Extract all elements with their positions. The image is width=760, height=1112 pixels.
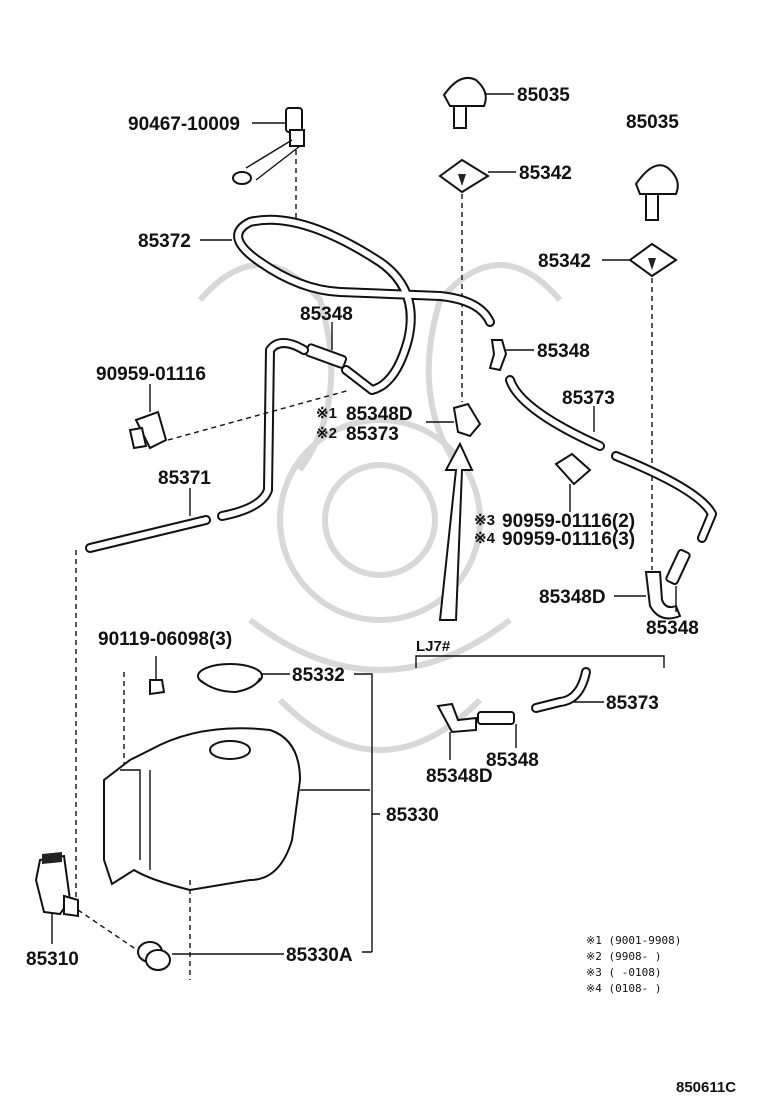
joint-right-part bbox=[488, 339, 534, 372]
hose-right-part bbox=[505, 375, 717, 543]
label-seat-left: 85342 bbox=[519, 163, 572, 184]
cap-part bbox=[197, 663, 290, 694]
label-hose-center: 85373 bbox=[346, 424, 399, 445]
seat-right-part bbox=[602, 242, 678, 278]
mark-m1: ※1 bbox=[316, 405, 337, 422]
inset-title: LJ7# bbox=[416, 638, 451, 655]
pump-part bbox=[34, 852, 79, 944]
footnote-2: ※2 (9908- ) bbox=[586, 950, 661, 963]
label-hose-lower-left: 85371 bbox=[158, 468, 211, 489]
tank-bracket bbox=[354, 673, 380, 953]
hose-long-part bbox=[200, 214, 495, 395]
label-seat-right: 85342 bbox=[538, 251, 591, 272]
label-joint-left: 85348 bbox=[300, 304, 353, 325]
tank-part bbox=[103, 727, 370, 892]
hose-lower-left-part bbox=[85, 338, 309, 553]
label-clamp-left: 90959-01116 bbox=[96, 364, 206, 385]
label-nozzle-left: 85035 bbox=[517, 85, 570, 106]
footnote-4: ※4 (0108- ) bbox=[586, 982, 661, 995]
seat-left-part bbox=[438, 158, 516, 194]
bolt-top-part bbox=[232, 107, 305, 185]
label-elbow-center: 85348D bbox=[346, 404, 413, 425]
label-inset-hose: 85373 bbox=[606, 693, 659, 714]
label-tank: 85330 bbox=[386, 805, 439, 826]
mark-m4: ※4 bbox=[474, 530, 496, 547]
label-cap: 85332 bbox=[292, 665, 345, 686]
elbow-center-part bbox=[426, 402, 482, 438]
label-grommet: 85330A bbox=[286, 945, 353, 966]
drawing-code: 850611C bbox=[676, 1079, 736, 1096]
grommet-part bbox=[137, 941, 284, 971]
inset-arrow bbox=[438, 441, 474, 621]
label-joint-right-lower: 85348 bbox=[646, 618, 699, 639]
inset-parts bbox=[436, 667, 604, 760]
footnote-1: ※1 (9001-9908) bbox=[586, 934, 681, 947]
label-inset-elbow: 85348D bbox=[426, 766, 493, 787]
bolt-tank-part bbox=[149, 656, 166, 696]
footnotes: ※1 (9001-9908) ※2 (9908- ) ※3 ( -0108) ※… bbox=[586, 934, 681, 995]
label-bolt-top: 90467-10009 bbox=[128, 114, 240, 135]
label-hose-long: 85372 bbox=[138, 231, 191, 252]
label-hose-right: 85373 bbox=[562, 388, 615, 409]
label-inset-joint: 85348 bbox=[486, 750, 539, 771]
label-clamp-right-a: 90959-01116(2) bbox=[502, 511, 635, 532]
label-elbow-right: 85348D bbox=[539, 587, 606, 608]
label-joint-right: 85348 bbox=[537, 341, 590, 362]
clamp-left-part bbox=[128, 384, 168, 450]
joint-right-lower-part bbox=[665, 549, 691, 612]
inset-box bbox=[415, 655, 665, 668]
clamp-right-part bbox=[554, 452, 592, 512]
nozzle-right-part bbox=[634, 164, 679, 221]
label-bolt-tank: 90119-06098(3) bbox=[98, 629, 232, 650]
label-pump: 85310 bbox=[26, 949, 79, 970]
nozzle-left-part bbox=[442, 76, 514, 129]
mark-m2: ※2 bbox=[316, 425, 337, 442]
label-nozzle-right: 85035 bbox=[626, 112, 679, 133]
label-clamp-right-b: 90959-01116(3) bbox=[502, 529, 635, 550]
footnote-3: ※3 ( -0108) bbox=[586, 966, 661, 979]
mark-m3: ※3 bbox=[474, 512, 495, 529]
